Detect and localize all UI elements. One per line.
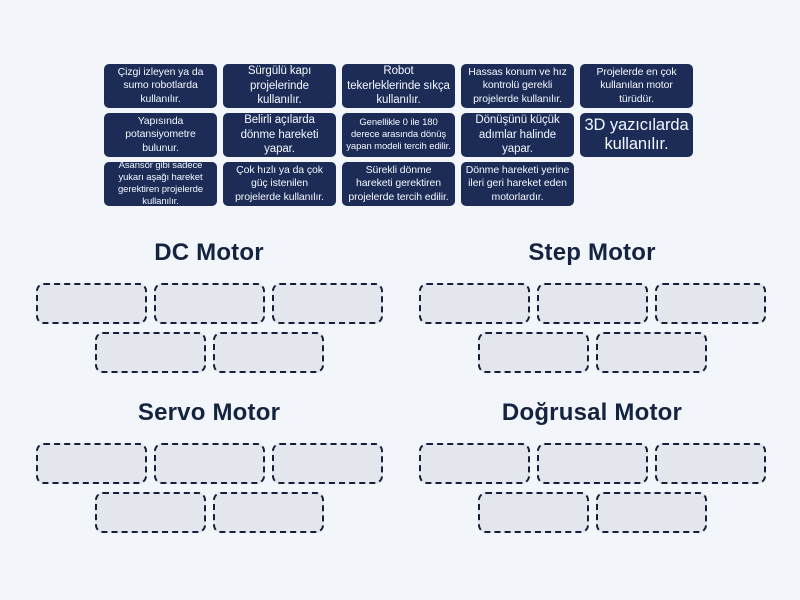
group-dc-motor: DC Motor (35, 238, 383, 373)
draggable-card[interactable]: Genellikle 0 ile 180 derece arasında dön… (342, 113, 455, 157)
group-servo-motor: Servo Motor (35, 398, 383, 533)
drop-slot[interactable] (654, 443, 766, 484)
drop-slot[interactable] (536, 443, 648, 484)
draggable-card[interactable]: Belirli açılarda dönme hareketi yapar. (223, 113, 336, 157)
drop-slot[interactable] (418, 283, 530, 324)
draggable-card[interactable]: Çok hızlı ya da çok güç istenilen projel… (223, 162, 336, 206)
slot-row (418, 492, 766, 533)
slot-row (35, 443, 383, 484)
drop-slot[interactable] (35, 283, 147, 324)
draggable-card[interactable]: Sürgülü kapı projelerinde kullanılır. (223, 64, 336, 108)
draggable-card[interactable]: Sürekli dönme hareketi gerektiren projel… (342, 162, 455, 206)
drop-slot[interactable] (94, 332, 206, 373)
group-title-dc-motor: DC Motor (154, 239, 264, 266)
slot-row (418, 283, 766, 324)
drop-slot[interactable] (477, 332, 589, 373)
group-dogrusal-motor: Doğrusal Motor (418, 398, 766, 533)
drop-slot[interactable] (153, 283, 265, 324)
cards-pool: Çizgi izleyen ya da sumo robotlarda kull… (104, 64, 698, 206)
drop-slot[interactable] (212, 492, 324, 533)
draggable-card[interactable]: Hassas konum ve hız kontrolü gerekli pro… (461, 64, 574, 108)
draggable-card[interactable]: Çizgi izleyen ya da sumo robotlarda kull… (104, 64, 217, 108)
drop-slot[interactable] (212, 332, 324, 373)
draggable-card[interactable]: Yapısında potansiyometre bulunur. (104, 113, 217, 157)
draggable-card[interactable]: Dönme hareketi yerine ileri geri hareket… (461, 162, 574, 206)
drop-slot[interactable] (477, 492, 589, 533)
slot-row (418, 332, 766, 373)
drop-slot[interactable] (418, 443, 530, 484)
draggable-card[interactable]: Dönüşünü küçük adımlar halinde yapar. (461, 113, 574, 157)
drop-slot[interactable] (35, 443, 147, 484)
group-title-step-motor: Step Motor (528, 239, 656, 266)
drop-slot[interactable] (153, 443, 265, 484)
draggable-card[interactable]: 3D yazıcılarda kullanılır. (580, 113, 693, 157)
drop-slot[interactable] (595, 332, 707, 373)
drop-slot[interactable] (271, 443, 383, 484)
draggable-card[interactable]: Asansör gibi sadece yukarı aşağı hareket… (104, 162, 217, 206)
drop-slot[interactable] (94, 492, 206, 533)
slot-row (35, 492, 383, 533)
draggable-card[interactable]: Robot tekerleklerinde sıkça kullanılır. (342, 64, 455, 108)
drop-slot[interactable] (654, 283, 766, 324)
drop-slot[interactable] (595, 492, 707, 533)
drop-slot[interactable] (271, 283, 383, 324)
group-step-motor: Step Motor (418, 238, 766, 373)
group-title-servo-motor: Servo Motor (137, 399, 281, 426)
drop-slot[interactable] (536, 283, 648, 324)
draggable-card[interactable]: Projelerde en çok kullanılan motor türüd… (580, 64, 693, 108)
slot-row (35, 283, 383, 324)
slot-row (418, 443, 766, 484)
slot-row (35, 332, 383, 373)
group-title-dogrusal-motor: Doğrusal Motor (501, 399, 683, 426)
